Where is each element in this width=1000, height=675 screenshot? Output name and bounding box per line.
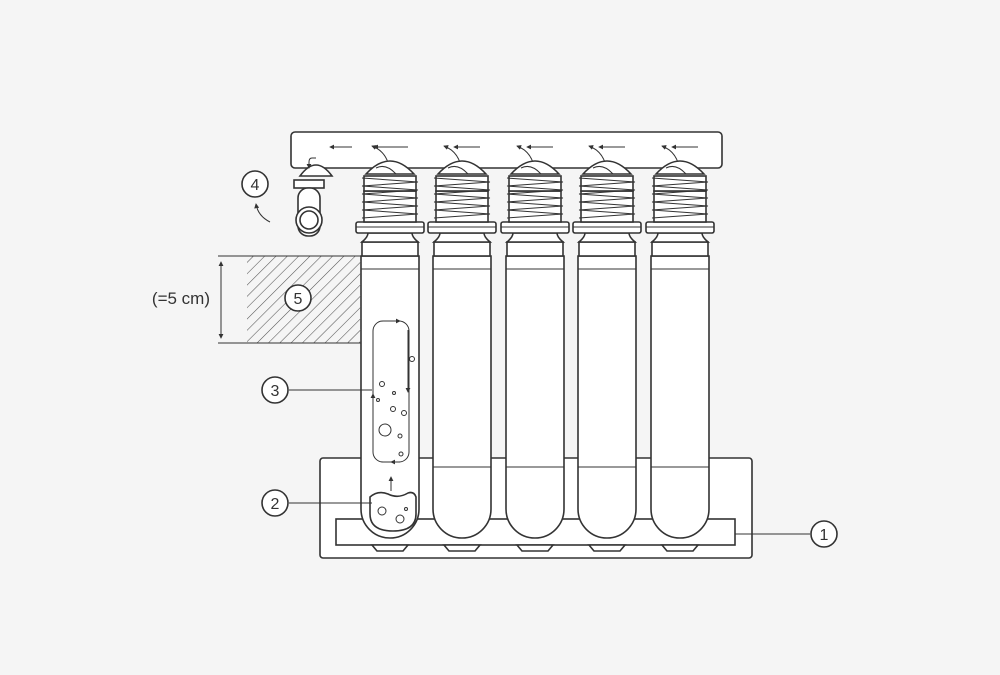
callout-2-label: 2 xyxy=(271,496,280,513)
tube-body xyxy=(505,255,565,539)
rack-foot xyxy=(660,544,700,552)
bubble xyxy=(378,423,392,437)
callout-5-label: 5 xyxy=(294,291,303,308)
dome-cap xyxy=(509,160,561,175)
dome-cap xyxy=(654,160,706,175)
tube-neck xyxy=(651,241,709,257)
tube-3 xyxy=(500,160,570,539)
sample-sediment xyxy=(369,491,417,532)
spring xyxy=(651,177,709,219)
sample-detail xyxy=(369,318,417,532)
tube-body xyxy=(432,255,492,539)
tube-neck xyxy=(361,241,419,257)
rack-foot xyxy=(515,544,555,552)
valve-collar xyxy=(293,179,325,189)
tube-5 xyxy=(645,160,715,539)
callout-3: 3 xyxy=(261,376,372,404)
rack-foot xyxy=(442,544,482,552)
tube-body xyxy=(650,255,710,539)
dome-cap xyxy=(364,160,416,175)
bubble xyxy=(401,410,407,416)
dome-cap xyxy=(581,160,633,175)
valve xyxy=(254,157,334,237)
callout-2: 2 xyxy=(261,489,372,517)
tube-group xyxy=(355,160,715,539)
callout-4: 4 xyxy=(241,170,269,198)
callout-1-label: 1 xyxy=(820,527,829,544)
tube-2 xyxy=(427,160,497,539)
bubble xyxy=(376,398,380,402)
valve-knob-inner xyxy=(299,210,319,230)
valve-turn-arrow xyxy=(254,203,271,223)
callout-3-label: 3 xyxy=(271,383,280,400)
bubble xyxy=(398,451,404,457)
rack-feet xyxy=(370,544,700,552)
callout-1: 1 xyxy=(735,520,838,548)
tube-body xyxy=(360,255,420,539)
bubbles xyxy=(376,356,415,457)
bubble xyxy=(379,381,385,387)
tube-1 xyxy=(355,160,425,539)
callout-4-label: 4 xyxy=(251,177,260,194)
spring xyxy=(578,177,636,219)
bubble xyxy=(409,356,415,362)
tube-neck xyxy=(578,241,636,257)
tube-body xyxy=(577,255,637,539)
tube-neck xyxy=(506,241,564,257)
spring xyxy=(361,177,419,219)
rack-foot xyxy=(370,544,410,552)
dimension-label: (=5 cm) xyxy=(152,289,210,308)
tube-neck xyxy=(433,241,491,257)
rack-foot xyxy=(587,544,627,552)
tube-4 xyxy=(572,160,642,539)
bubble xyxy=(397,433,403,439)
bubble xyxy=(390,406,396,412)
callout-5: 5 xyxy=(284,284,312,312)
dome-cap xyxy=(436,160,488,175)
spring xyxy=(433,177,491,219)
manifold-bar xyxy=(290,131,723,169)
spring xyxy=(506,177,564,219)
bubble xyxy=(392,391,396,395)
